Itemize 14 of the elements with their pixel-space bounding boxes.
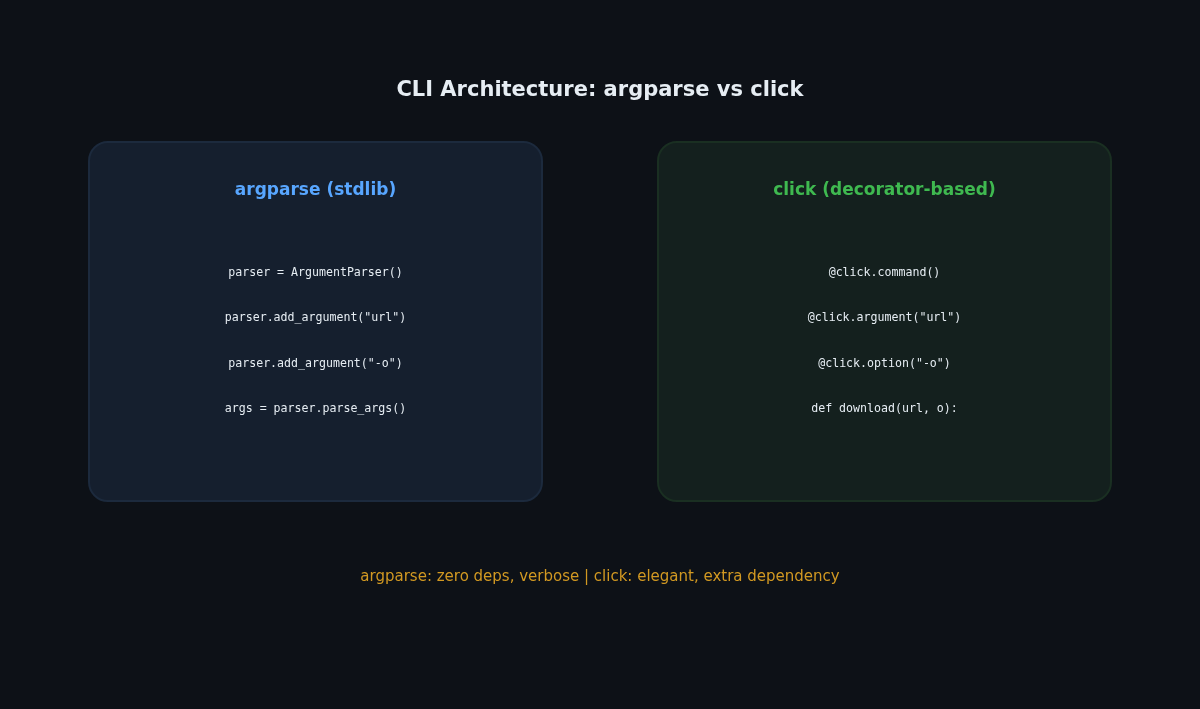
panel-heading: argparse (stdlib) [234, 178, 397, 200]
code-line: @click.option("-o") [818, 354, 951, 371]
code-line: def download(url, o): [811, 400, 958, 417]
code-line: parser.add_argument("-o") [228, 354, 403, 371]
code-line: parser.add_argument("url") [224, 309, 407, 326]
code-line: args = parser.parse_args() [224, 400, 407, 417]
code-line: parser = ArgumentParser() [228, 264, 403, 280]
panel-card [657, 141, 1112, 502]
code-line: @click.command() [828, 264, 941, 280]
panel-card [88, 141, 543, 502]
code-line: @click.argument("url") [807, 309, 962, 326]
diagram-title: CLI Architecture: argparse vs click [396, 77, 804, 101]
panel-heading: click (decorator-based) [773, 178, 996, 200]
footer-note: argparse: zero deps, verbose | click: elegant, extra dependency [360, 567, 840, 585]
